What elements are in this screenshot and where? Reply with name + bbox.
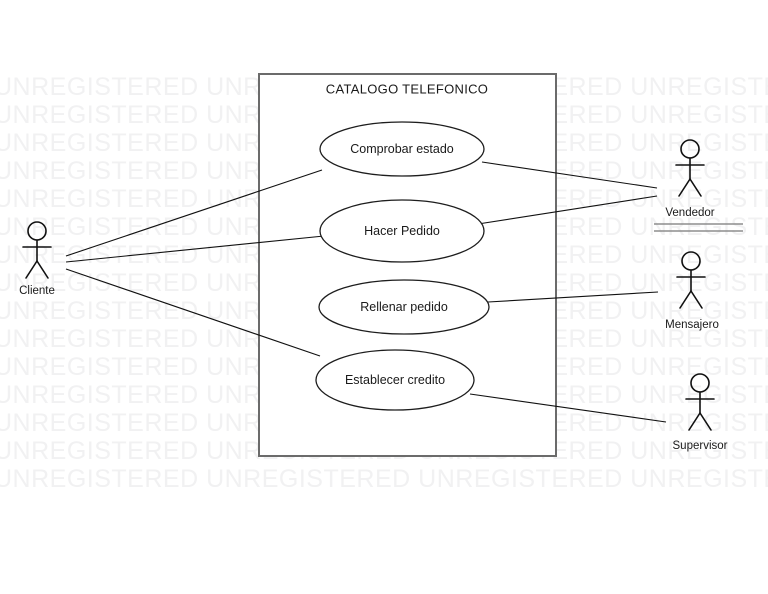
- association-line-hacer-pedido-vendedor: [477, 195, 658, 225]
- actor-leg-right-mensajero: [690, 290, 703, 309]
- actor-leg-left-vendedor: [678, 178, 691, 197]
- actors-group: [22, 139, 715, 431]
- use-case-label-hacer-pedido: Hacer Pedido: [364, 224, 440, 238]
- use-case-ellipse-comprobar-estado[interactable]: [319, 121, 485, 177]
- use-case-ellipse-establecer-credito[interactable]: [315, 349, 475, 411]
- actor-label-mensajero: Mensajero: [665, 319, 719, 331]
- actor-leg-left-supervisor: [688, 412, 701, 431]
- actor-head-cliente: [27, 221, 47, 241]
- association-line-comprobar-estado-vendedor: [481, 161, 658, 189]
- system-boundary-title: CATALOGO TELEFONICO: [325, 81, 489, 97]
- actor-leg-right-supervisor: [699, 412, 712, 431]
- actor-head-supervisor: [690, 373, 710, 393]
- association-line-rellenar-pedido-mensajero: [487, 291, 659, 303]
- actor-supervisor[interactable]: [685, 373, 715, 431]
- actor-cliente[interactable]: [22, 221, 52, 279]
- actor-label-cliente: Cliente: [19, 285, 55, 297]
- actor-label-supervisor: Supervisor: [672, 440, 728, 452]
- actor-leg-right-cliente: [36, 260, 49, 279]
- use-case-label-comprobar-estado: Comprobar estado: [350, 142, 454, 156]
- association-line-establecer-credito-supervisor: [469, 393, 667, 423]
- association-lines-group: [65, 161, 667, 423]
- actor-mensajero[interactable]: [676, 251, 706, 309]
- actor-leg-left-cliente: [25, 260, 38, 279]
- actor-leg-right-vendedor: [689, 178, 702, 197]
- association-line-cliente-comprobar-estado: [65, 169, 323, 257]
- actor-vendedor[interactable]: [675, 139, 705, 197]
- association-line-cliente-hacer-pedido: [65, 235, 325, 263]
- use-case-label-establecer-credito: Establecer credito: [344, 373, 446, 387]
- actor-leg-left-mensajero: [679, 290, 692, 309]
- actor-label-vendedor: Vendedor: [665, 207, 715, 219]
- association-line-cliente-establecer-credito: [65, 268, 321, 357]
- decoration-lines-group: [654, 223, 743, 232]
- use-case-ellipse-rellenar-pedido[interactable]: [318, 279, 490, 335]
- actor-head-vendedor: [680, 139, 700, 159]
- use-case-ellipses-group: [315, 121, 490, 411]
- use-case-ellipse-hacer-pedido[interactable]: [319, 199, 485, 263]
- actor-head-mensajero: [681, 251, 701, 271]
- use-case-label-rellenar-pedido: Rellenar pedido: [360, 300, 448, 314]
